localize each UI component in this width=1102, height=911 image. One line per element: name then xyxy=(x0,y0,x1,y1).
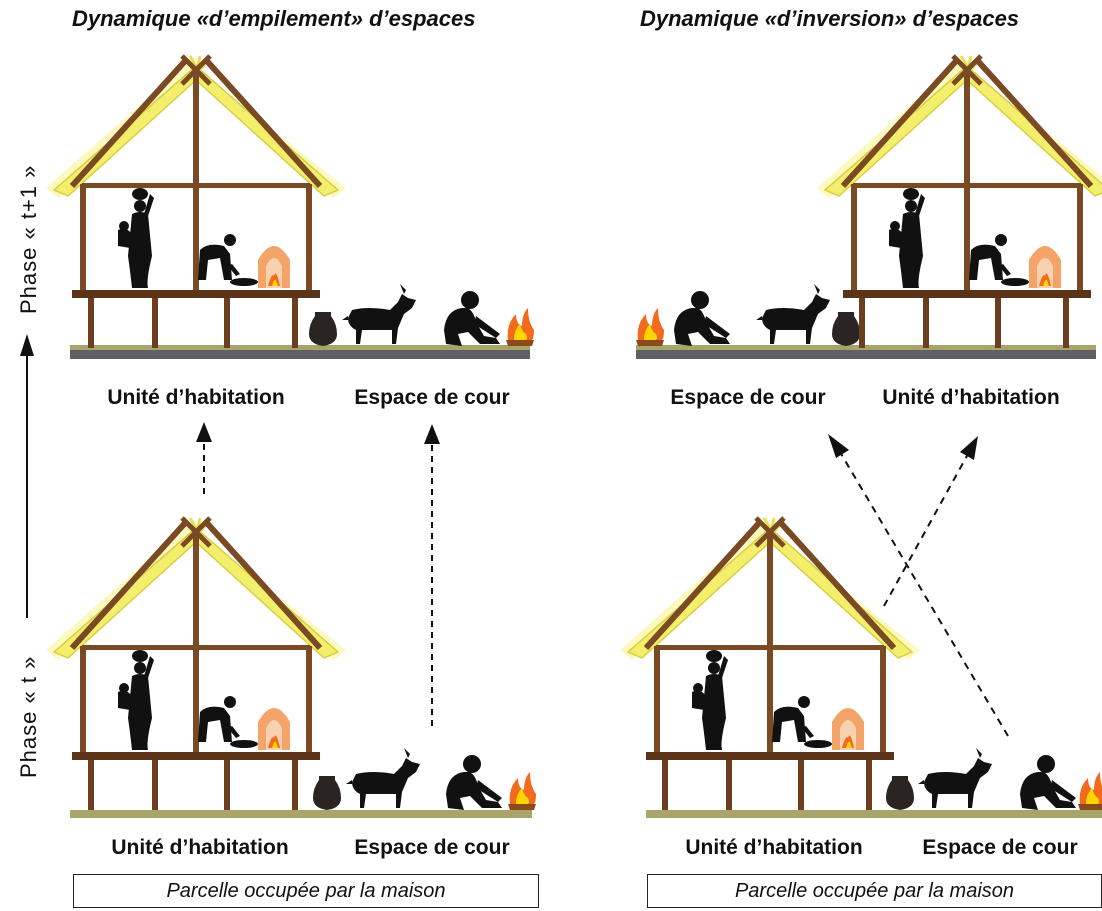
kneeling-person-icon xyxy=(444,291,500,346)
label-courtyard-top-left: Espace de cour xyxy=(354,386,510,409)
ground-bottom-left xyxy=(70,810,532,818)
house-icon xyxy=(46,56,346,348)
fire-icon xyxy=(1078,772,1102,810)
goat-icon xyxy=(918,748,992,808)
inversion-arrow-to-courtyard xyxy=(828,434,1009,737)
phase-axis-arrow xyxy=(20,334,34,618)
jar-icon xyxy=(309,312,337,346)
ground-bottom-right xyxy=(646,810,1102,818)
label-dwelling-bottom-right: Unité d’habitation xyxy=(685,836,863,859)
label-dwelling-top-left: Unité d’habitation xyxy=(107,386,285,409)
inversion-arrow-to-dwelling xyxy=(883,436,978,607)
parcel-box-left: Parcelle occupée par la maison xyxy=(73,874,539,908)
title-inversion: Dynamique «d’inversion» d’espaces xyxy=(640,6,1020,31)
kneeling-person-icon xyxy=(1020,755,1076,810)
fire-icon xyxy=(506,308,534,346)
fire-icon xyxy=(636,308,664,346)
house-icon xyxy=(46,518,346,810)
fire-icon xyxy=(508,772,536,810)
parcel-box-right: Parcelle occupée par la maison xyxy=(647,874,1102,908)
kneeling-person-icon xyxy=(446,755,502,810)
jar-icon xyxy=(886,776,914,810)
ground-top-right-grey xyxy=(636,350,1096,359)
label-courtyard-top-right: Espace de cour xyxy=(670,386,826,409)
goat-icon xyxy=(756,284,830,344)
jar-icon xyxy=(832,312,860,346)
stacking-arrow-courtyard xyxy=(424,424,440,726)
ground-top-right-olive xyxy=(636,345,1096,350)
stacking-arrow-dwelling xyxy=(196,422,212,494)
label-dwelling-bottom-left: Unité d’habitation xyxy=(111,836,289,859)
label-courtyard-bottom-left: Espace de cour xyxy=(354,836,510,859)
ground-top-left-olive xyxy=(70,345,530,350)
title-stacking: Dynamique «d’empilement» d’espaces xyxy=(72,6,476,31)
ground-top-left-grey xyxy=(70,350,530,359)
label-courtyard-bottom-right: Espace de cour xyxy=(922,836,1078,859)
house-icon xyxy=(817,56,1102,348)
goat-icon xyxy=(346,748,420,808)
house-icon xyxy=(620,518,920,810)
goat-icon xyxy=(342,284,416,344)
label-dwelling-top-right: Unité d’habitation xyxy=(882,386,1060,409)
kneeling-person-icon xyxy=(674,291,730,346)
jar-icon xyxy=(313,776,341,810)
